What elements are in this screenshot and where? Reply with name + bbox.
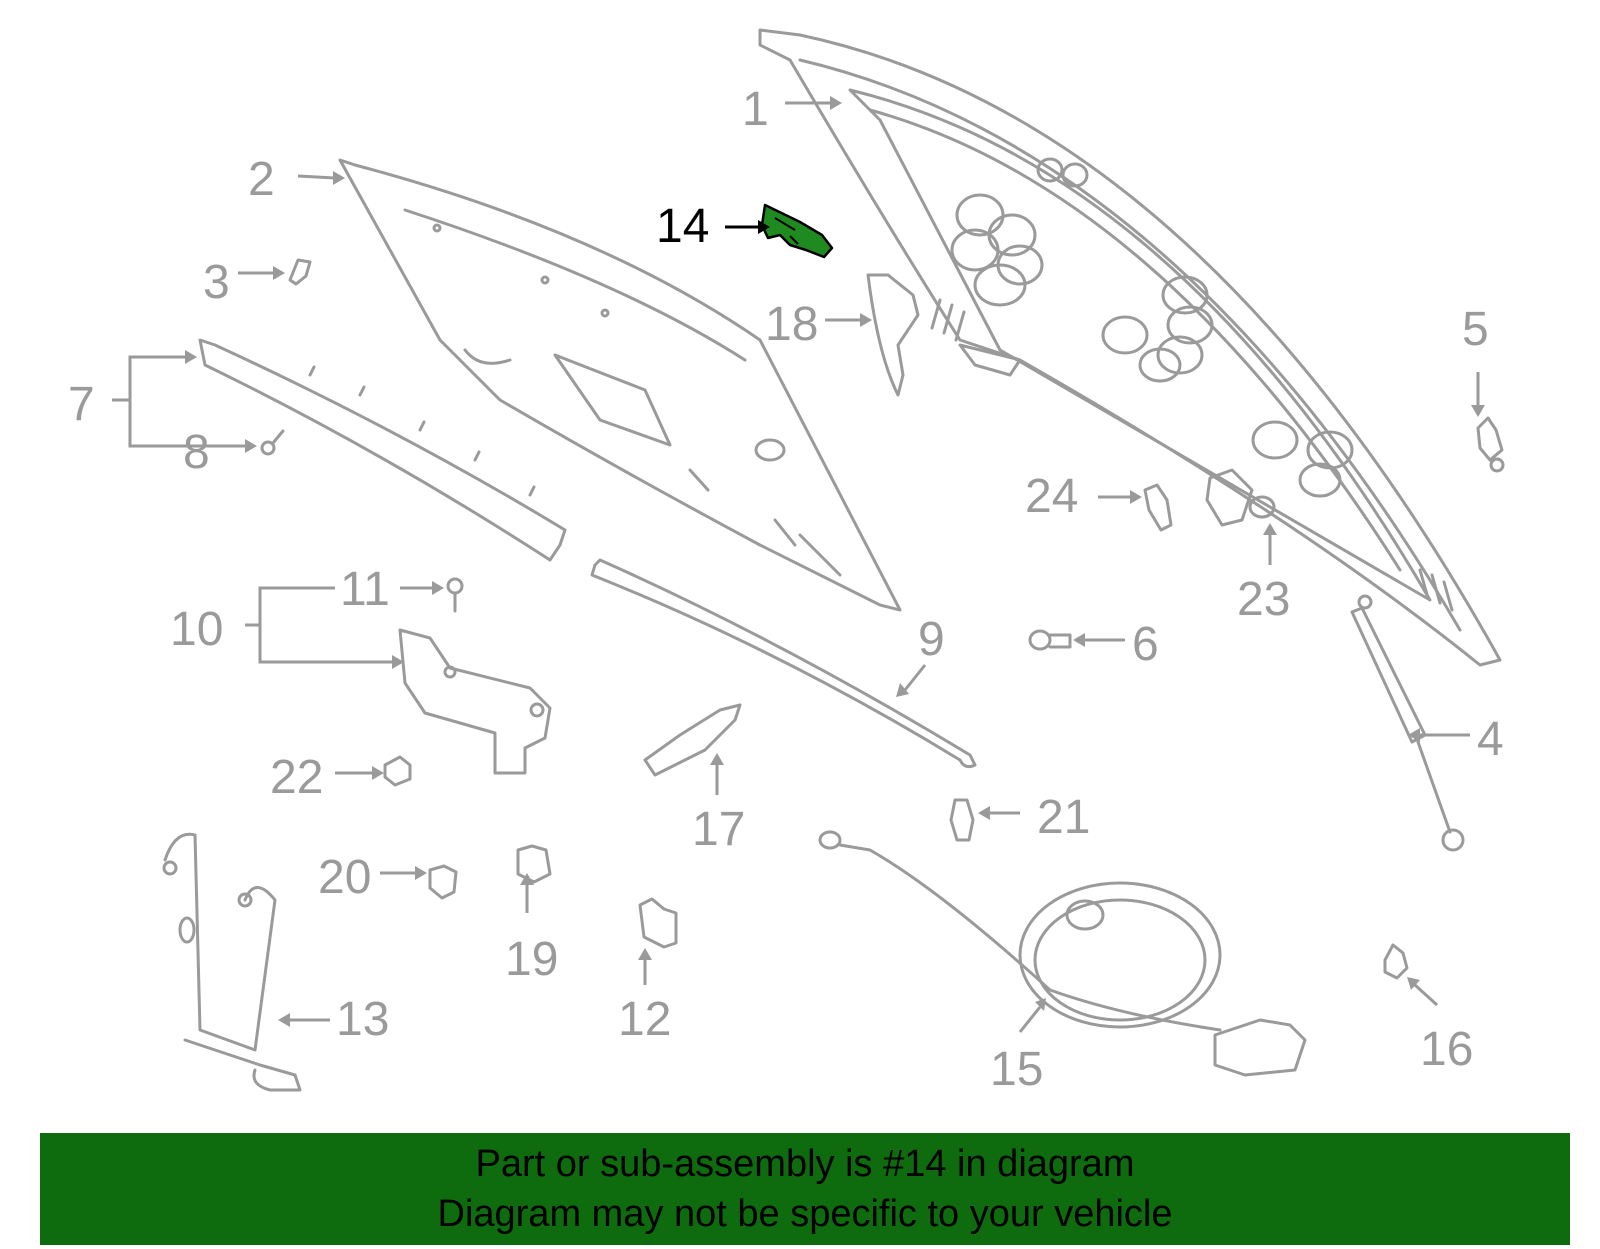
part-1-hood-panel [758,28,1502,667]
part-8-pin [260,429,285,456]
part-23-latch-cover [1205,468,1276,527]
leader-lines [112,96,1485,1033]
callout-18: 18 [765,298,818,351]
callout-3: 3 [203,256,230,309]
part-3-clip [288,258,312,286]
part-24-clip [1143,483,1173,532]
callout-10: 10 [170,603,223,656]
banner-line-1: Part or sub-assembly is #14 in diagram [475,1143,1135,1185]
callout-7: 7 [68,378,95,431]
callout-17: 17 [692,803,745,856]
part-14-shape [760,203,834,259]
part-12-clip [638,897,678,949]
callout-4: 4 [1477,713,1504,766]
part-16-clip [1383,943,1409,980]
part-13-prop-rod [162,832,302,1092]
part-15-release-cable [818,830,1307,1077]
callout-8: 8 [183,426,210,479]
callout-24: 24 [1025,470,1078,523]
callout-12: 12 [618,993,671,1046]
part-22-plug [383,755,412,787]
banner-line-2: Diagram may not be specific to your vehi… [437,1193,1173,1235]
callout-22: 22 [270,751,323,804]
callout-2: 2 [248,153,275,206]
callout-13: 13 [336,993,389,1046]
part-19-clip [516,844,552,884]
part-21-clip [949,798,975,842]
callout-5: 5 [1462,303,1489,356]
callout-20: 20 [318,851,371,904]
part-4-lift-support [1350,594,1465,852]
part-20-clip [428,864,458,900]
callout-11: 11 [340,563,390,616]
part-5-bumper [1476,416,1505,473]
info-banner: Part or sub-assembly is #14 in diagram D… [40,1133,1570,1245]
callout-19: 19 [505,933,558,986]
part-7-seal [198,338,567,562]
callout-15: 15 [990,1043,1043,1096]
callout-21: 21 [1037,791,1090,844]
callout-14: 14 [656,200,709,253]
callout-9: 9 [918,613,945,666]
part-11-bolt [446,577,464,613]
callout-23: 23 [1237,573,1290,626]
part-17-bracket [643,703,742,777]
callout-6: 6 [1132,618,1159,671]
part-10-hinge [398,628,552,775]
part-2-hood-insulator [338,158,902,612]
part-14-bracket-highlighted [760,203,834,259]
callout-1: 1 [742,83,769,136]
callout-labels: 1 2 3 4 5 6 7 8 9 10 11 12 13 14 15 16 1… [68,83,1504,1096]
part-9-seal-strip [590,558,977,769]
callout-16: 16 [1420,1023,1473,1076]
part-6-bumper-stop [1028,629,1072,651]
part-18-scoop [866,273,920,397]
